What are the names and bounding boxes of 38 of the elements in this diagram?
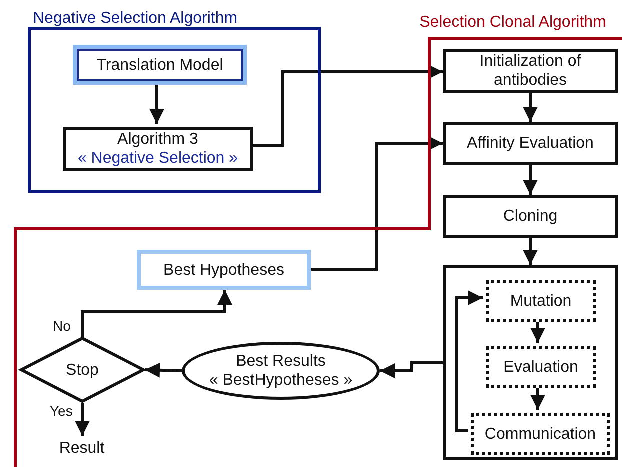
process-box: [63, 127, 253, 171]
decision-diamond: [20, 337, 145, 403]
arrow: [523, 238, 538, 265]
arrow: [456, 290, 483, 432]
node-label: Best Results: [236, 352, 326, 371]
edge-label: No: [53, 318, 71, 334]
edge-label: Yes: [50, 403, 73, 419]
process-box: [137, 250, 311, 290]
node-label: Affinity Evaluation: [467, 134, 594, 153]
process-box: [443, 195, 618, 238]
region-heading: Negative Selection Algorithm: [33, 9, 238, 28]
node-label: « BestHypotheses »: [209, 371, 353, 390]
arrow: [75, 403, 90, 436]
process-box: [486, 280, 596, 322]
process-box: [471, 413, 610, 455]
node-label: « Negative Selection »: [78, 149, 238, 168]
arrow: [144, 362, 182, 378]
arrow: [311, 136, 443, 272]
node-label: Best Hypotheses: [164, 260, 284, 280]
arrow: [81, 290, 232, 337]
process-box: [443, 49, 618, 93]
node-label: Mutation: [510, 292, 572, 310]
node-label: Evaluation: [504, 358, 578, 376]
node-label: Initialization of antibodies: [478, 52, 582, 90]
node-label: Cloning: [503, 207, 558, 226]
node-label: Algorithm 3: [118, 130, 198, 149]
process-box: [73, 45, 247, 85]
node-label: Translation Model: [96, 56, 224, 74]
result-label: Result: [59, 438, 105, 458]
arrow: [380, 362, 443, 378]
node-label: Stop: [66, 360, 99, 380]
process-box: [443, 122, 618, 165]
process-box: [486, 346, 596, 388]
arrow: [523, 93, 538, 122]
arrow: [523, 165, 538, 195]
region-heading: Selection Clonal Algorithm: [420, 12, 606, 32]
container-box: [443, 265, 618, 460]
node-label: Communication: [484, 424, 596, 444]
